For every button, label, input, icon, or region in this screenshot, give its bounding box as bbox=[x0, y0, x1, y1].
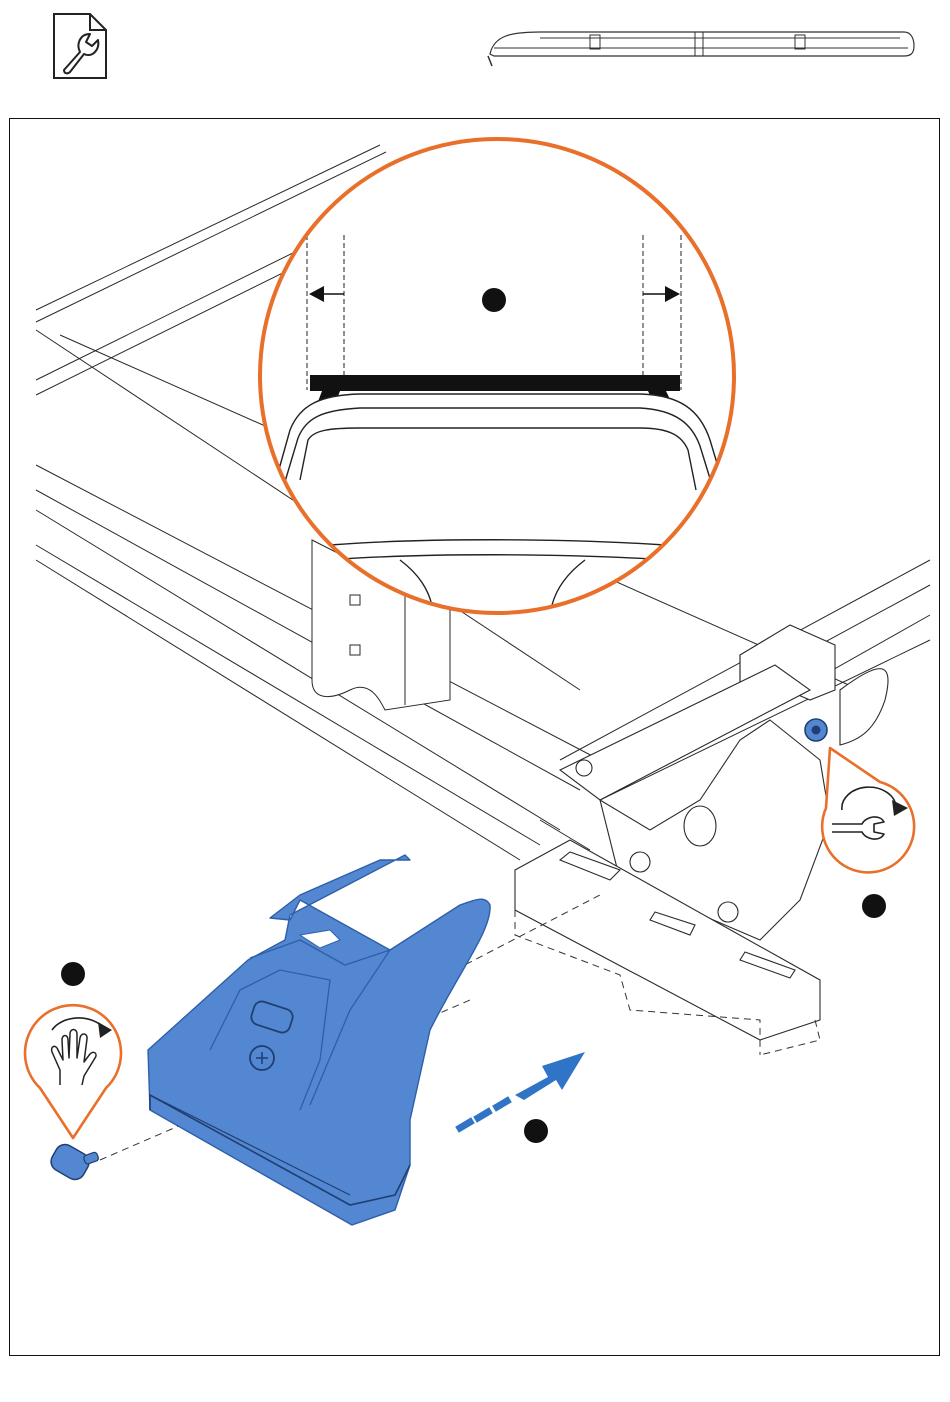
blue-foot-cover bbox=[148, 855, 490, 1225]
wrench-rotate-clockwise-icon bbox=[822, 748, 914, 872]
step-marker-4 bbox=[524, 1119, 548, 1143]
blue-nut bbox=[805, 719, 827, 741]
hand-rotate-clockwise-icon bbox=[25, 1005, 121, 1138]
step-marker-3 bbox=[61, 962, 85, 986]
blue-adjustment-knob bbox=[47, 1141, 99, 1183]
blue-direction-arrow bbox=[460, 1052, 585, 1128]
step-marker-2 bbox=[862, 894, 886, 918]
step-marker-1 bbox=[482, 288, 506, 312]
